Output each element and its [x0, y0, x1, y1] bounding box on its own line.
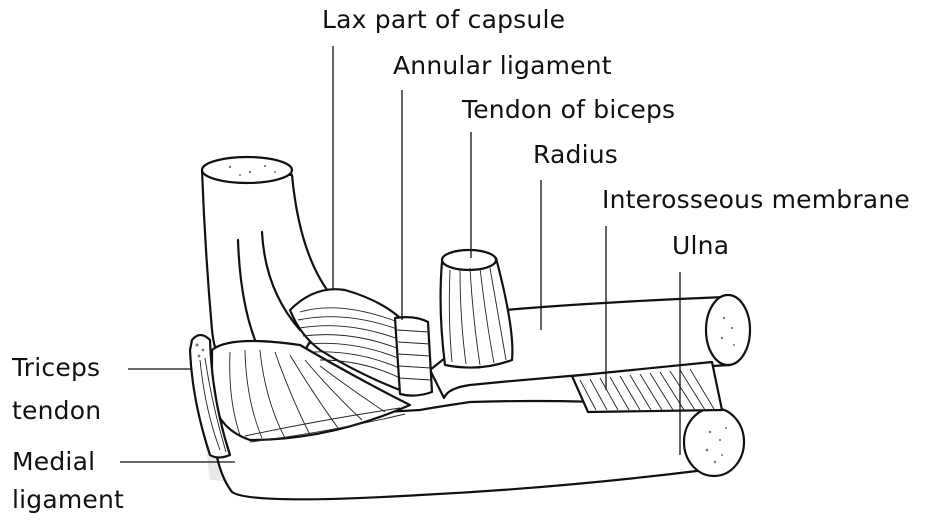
biceps-fibers: [448, 267, 507, 366]
label-triceps-1: Triceps: [12, 353, 101, 382]
humerus-contour-2: [260, 230, 302, 332]
label-ulna: Ulna: [672, 231, 730, 260]
medial-ligament: [210, 339, 412, 442]
label-medial-2: ligament: [12, 485, 125, 514]
humerus-contour: [236, 238, 257, 342]
label-radius: Radius: [533, 140, 619, 169]
annular-ligament: [393, 316, 434, 397]
humerus-cut-end: [200, 155, 294, 185]
triceps-texture: [195, 343, 205, 358]
label-tendon-biceps: Tendon of biceps: [462, 95, 676, 124]
label-lax-capsule: Lax part of capsule: [322, 5, 566, 34]
interosseous-membrane: [570, 360, 724, 414]
humerus-cut-texture: [228, 164, 276, 176]
radius-end-texture: [720, 316, 735, 346]
lax-capsule-fibers: [297, 307, 405, 381]
triceps-fiber: [199, 359, 221, 451]
label-interosseous: Interosseous membrane: [602, 185, 910, 214]
label-annular-ligament: Annular ligament: [393, 51, 612, 80]
ulna-end: [682, 406, 746, 478]
ulna-end-texture: [705, 427, 727, 464]
annular-fibers: [396, 329, 432, 381]
interosseous-fibers: [579, 368, 715, 411]
triceps-fiber-2: [204, 357, 227, 453]
label-medial-1: Medial: [12, 447, 96, 476]
biceps-cut-end: [440, 248, 498, 272]
triceps-tendon: [188, 333, 232, 459]
medial-ligament-fibers: [229, 349, 406, 443]
radius-end: [704, 293, 752, 367]
label-triceps-2: tendon: [12, 396, 102, 425]
